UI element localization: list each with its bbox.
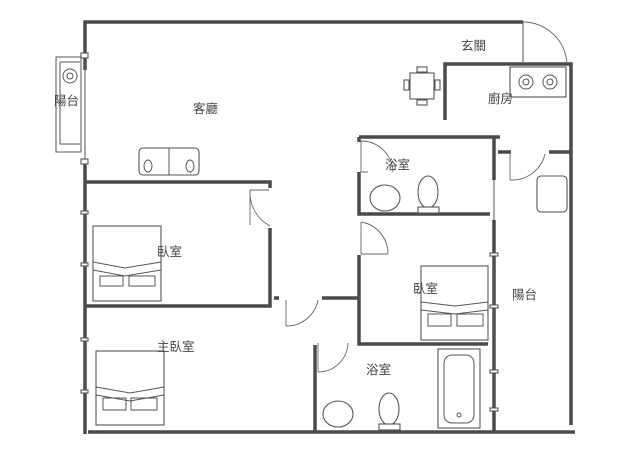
label-bedroom-2: 臥室 [413, 281, 438, 296]
furniture [92, 66, 568, 431]
label-bathroom-1: 浴室 [385, 157, 410, 172]
bathtub-icon [437, 348, 481, 429]
label-kitchen: 廚房 [488, 91, 513, 106]
bed-icon [92, 225, 162, 302]
label-bedroom-1: 臥室 [157, 244, 182, 259]
room-labels: 玄關 廚房 客廳 陽台 浴室 臥室 臥室 陽台 主臥室 浴室 [54, 38, 537, 377]
label-entrance: 玄關 [461, 38, 486, 53]
label-balcony-left: 陽台 [54, 93, 79, 108]
sink-icon [322, 184, 401, 428]
stove-icon [509, 66, 567, 98]
label-living-room: 客廳 [193, 101, 219, 116]
label-bathroom-2: 浴室 [366, 362, 391, 377]
toilet-icon [378, 175, 440, 431]
washing-machine-icon [536, 175, 568, 213]
bed-icon [95, 350, 165, 426]
label-balcony-right: 陽台 [512, 287, 537, 302]
windows [80, 22, 524, 412]
sofa-icon [138, 147, 200, 176]
label-master-bedroom: 主臥室 [157, 339, 195, 354]
doors [249, 21, 568, 373]
dining-table-icon [403, 66, 441, 106]
balcony-left [55, 56, 82, 153]
bed-icon [420, 265, 489, 341]
